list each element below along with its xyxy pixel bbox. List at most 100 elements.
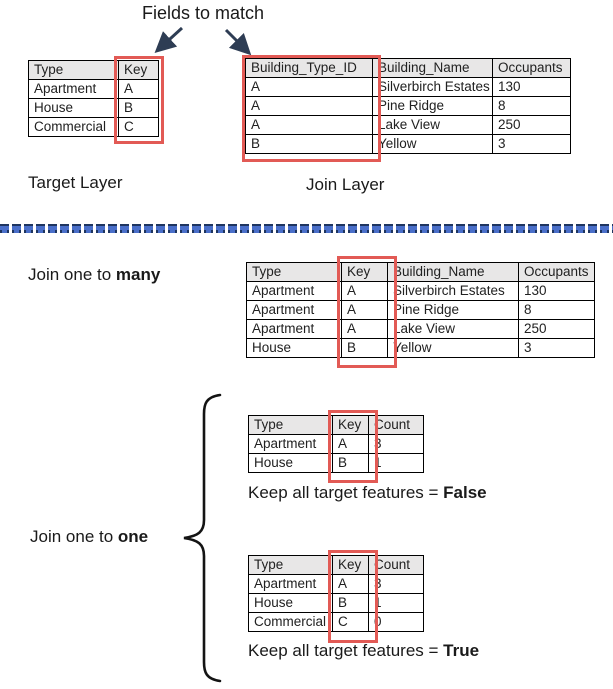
table-cell: A [341, 281, 388, 301]
column-header: Type [248, 415, 333, 435]
left-arrow-icon [154, 27, 184, 54]
table-cell: Lake View [387, 319, 519, 339]
table-cell: 250 [518, 319, 595, 339]
table-cell: B [245, 134, 373, 154]
table-cell: A [118, 79, 159, 99]
table-cell: C [118, 117, 159, 137]
join-one-to-many-label: Join one to many [28, 265, 160, 285]
column-header: Key [332, 415, 369, 435]
table-cell: B [332, 453, 369, 473]
join-layer-label: Join Layer [306, 175, 385, 194]
table-cell: 3 [368, 574, 424, 594]
label-emphasis: False [443, 483, 487, 502]
fields-to-match-label: Fields to match [142, 3, 265, 23]
table-cell: A [341, 319, 388, 339]
column-header: Type [246, 262, 342, 282]
target-layer-label: Target Layer [28, 173, 123, 192]
table-cell: Pine Ridge [372, 96, 493, 116]
table-cell: 1 [368, 593, 424, 613]
column-header: Building_Type_ID [245, 58, 373, 78]
table-cell: 1 [368, 453, 424, 473]
fields-to-match-arrows [154, 27, 252, 56]
table-cell: House [246, 338, 342, 358]
column-header: Key [341, 262, 388, 282]
table-cell: Apartment [246, 281, 342, 301]
table-cell: 3 [518, 338, 595, 358]
table-cell: Yellow [387, 338, 519, 358]
table-cell: Apartment [28, 79, 119, 99]
join-one-to-one-label: Join one to one [30, 527, 148, 547]
column-header: Type [28, 60, 119, 80]
column-header: Key [332, 555, 369, 575]
table-cell: Yellow [372, 134, 493, 154]
column-header: Count [368, 555, 424, 575]
table-cell: B [341, 338, 388, 358]
table-cell: 3 [492, 134, 571, 154]
table-cell: Lake View [372, 115, 493, 135]
label-emphasis: True [443, 641, 480, 660]
table-cell: 8 [518, 300, 595, 320]
section-divider [0, 224, 613, 233]
column-header: Building_Name [387, 262, 519, 282]
table-cell: A [341, 300, 388, 320]
label-text: Keep all target features = [248, 483, 444, 502]
column-header: Type [248, 555, 333, 575]
table-cell: C [332, 612, 369, 632]
keep-true-label: Keep all target features = True [248, 641, 479, 661]
table-cell: Apartment [248, 434, 333, 454]
column-header: Occupants [518, 262, 595, 282]
table-cell: House [28, 98, 119, 118]
table-cell: 250 [492, 115, 571, 135]
column-header: Building_Name [372, 58, 493, 78]
column-header: Key [118, 60, 159, 80]
table-cell: A [245, 115, 373, 135]
table-cell: Commercial [248, 612, 333, 632]
table-cell: House [248, 593, 333, 613]
label-text: Join one to [30, 527, 118, 546]
table-cell: Silverbirch Estates [387, 281, 519, 301]
table-cell: A [245, 77, 373, 97]
table-cell: 3 [368, 434, 424, 454]
table-cell: A [332, 574, 369, 594]
curly-brace [183, 393, 222, 683]
table-cell: Apartment [246, 319, 342, 339]
table-cell: Commercial [28, 117, 119, 137]
table-cell: House [248, 453, 333, 473]
table-cell: B [332, 593, 369, 613]
brace-path [183, 393, 222, 683]
table-cell: 130 [518, 281, 595, 301]
table-cell: Pine Ridge [387, 300, 519, 320]
table-cell: Silverbirch Estates [372, 77, 493, 97]
right-arrow-icon [224, 28, 252, 56]
keep-false-label: Keep all target features = False [248, 483, 487, 503]
table-cell: 8 [492, 96, 571, 116]
table-cell: 130 [492, 77, 571, 97]
table-cell: Apartment [246, 300, 342, 320]
label-emphasis: many [115, 265, 161, 284]
column-header: Count [368, 415, 424, 435]
column-header: Occupants [492, 58, 571, 78]
